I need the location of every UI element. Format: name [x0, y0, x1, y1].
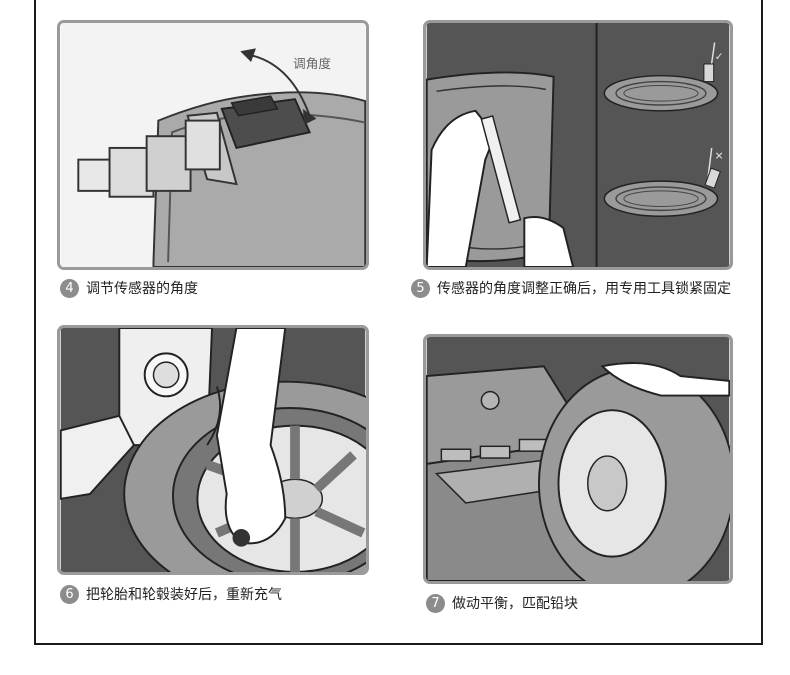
step-7-caption: 7 做动平衡，匹配铅块 [426, 593, 578, 613]
adjust-angle-label: 调角度 [293, 56, 331, 71]
cross-mark-icon: ✕ [715, 150, 724, 163]
step-6-caption: 6 把轮胎和轮毂装好后，重新充气 [60, 584, 282, 604]
step-4-badge: 4 [60, 278, 79, 298]
step-5-caption: 5 传感器的角度调整正确后，用专用工具锁紧固定 [411, 278, 731, 298]
page-frame [34, 0, 763, 645]
step-5-badge: 5 [411, 278, 430, 298]
step-4-illustration: 调角度 [57, 20, 369, 270]
arrow-down-icon [302, 108, 317, 125]
step-4-caption: 4 调节传感器的角度 [60, 278, 198, 298]
step-6-illustration [57, 325, 369, 575]
arrow-up-icon [240, 48, 256, 63]
step-4-text: 调节传感器的角度 [86, 281, 198, 297]
step-6-text: 把轮胎和轮毂装好后，重新充气 [86, 587, 282, 603]
step-5-text: 传感器的角度调整正确后，用专用工具锁紧固定 [437, 281, 731, 297]
step-5-illustration: ✓ ✕ [423, 20, 733, 270]
correct-sensor-detail: ✓ [603, 42, 724, 112]
step-7-illustration [423, 334, 733, 584]
step-7-text: 做动平衡，匹配铅块 [452, 596, 578, 612]
incorrect-sensor-detail: ✕ [603, 147, 724, 217]
step-6-badge: 6 [60, 584, 79, 604]
check-mark-icon: ✓ [715, 50, 724, 63]
step-7-badge: 7 [426, 593, 445, 613]
